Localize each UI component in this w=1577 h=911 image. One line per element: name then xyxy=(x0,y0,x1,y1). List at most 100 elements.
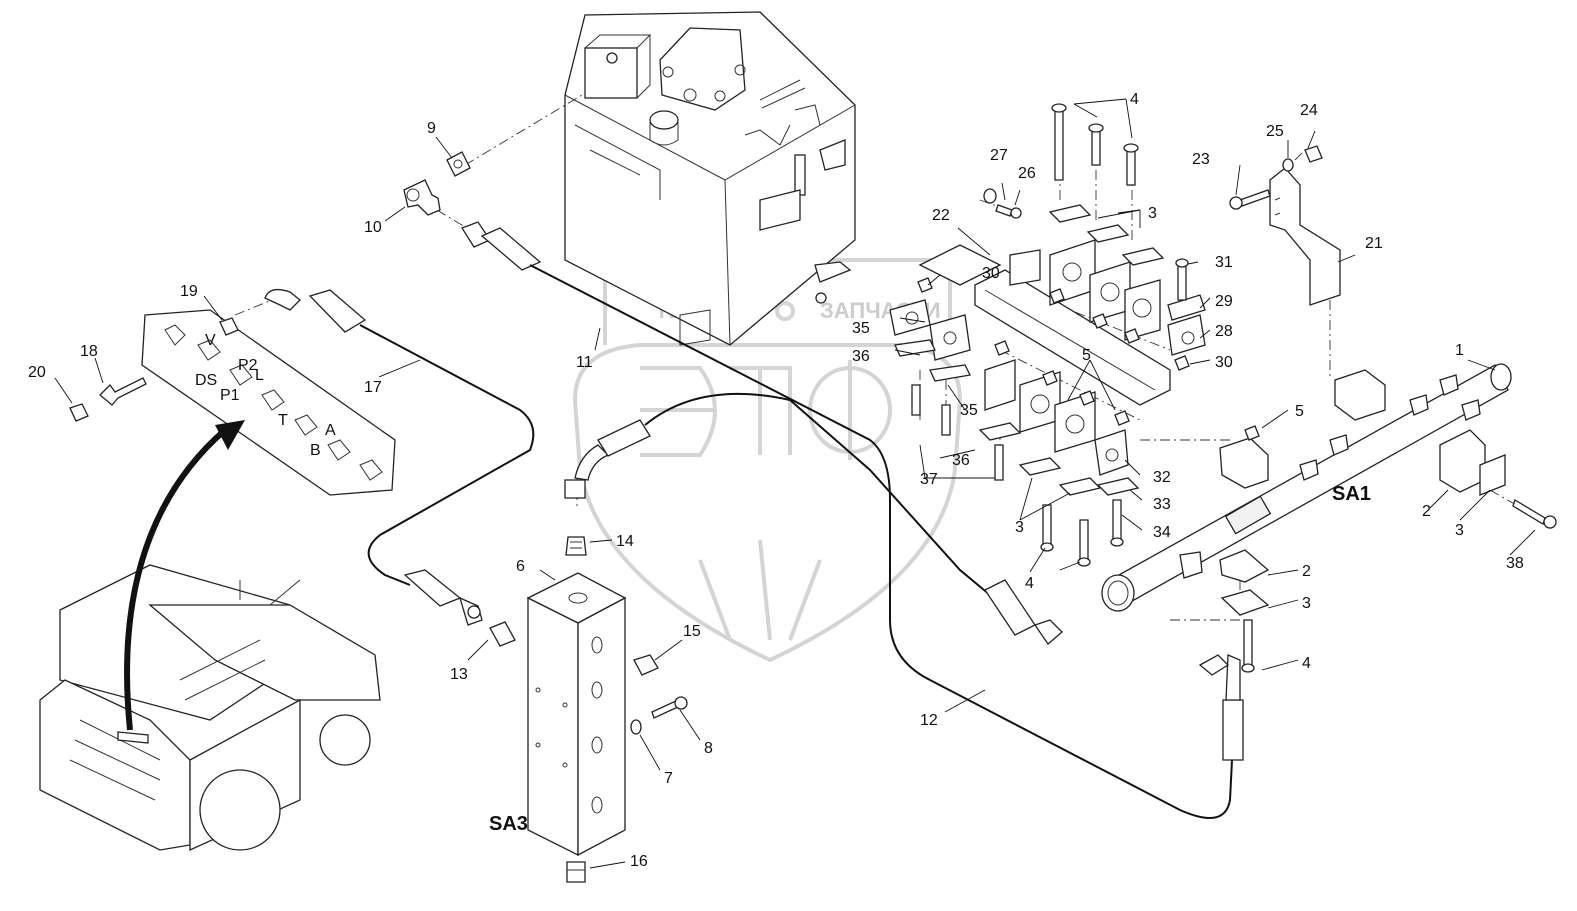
label-part-30a: 30 xyxy=(982,265,1000,282)
leader-lines xyxy=(54,98,1536,869)
hydraulic-tank xyxy=(564,11,856,346)
clamp-block-row-lower xyxy=(978,359,1129,481)
fitting-10 xyxy=(403,179,441,216)
screw-8 xyxy=(651,696,688,719)
screw-26-washer-27 xyxy=(983,188,1022,219)
bolts-4-upper xyxy=(1051,103,1139,186)
label-part-21: 21 xyxy=(1365,235,1383,252)
label-part-7: 7 xyxy=(664,770,673,787)
label-part-11: 11 xyxy=(576,354,593,371)
label-part-35a: 35 xyxy=(852,320,870,337)
fitting-14 xyxy=(565,536,587,556)
small-clamp-28-29 xyxy=(1167,258,1206,356)
label-part-26: 26 xyxy=(1018,165,1036,182)
label-part-3a: 3 xyxy=(1148,205,1157,222)
manifold-sa1 xyxy=(1101,363,1512,612)
label-part-14: 14 xyxy=(616,533,634,550)
plate-mark-a: A xyxy=(325,422,336,439)
fitting-13 xyxy=(489,621,516,647)
plug-16 xyxy=(566,861,586,883)
plate-mark-b: B xyxy=(310,442,321,459)
label-part-3d: 3 xyxy=(1015,519,1024,536)
label-part-8: 8 xyxy=(704,740,713,757)
clamp-block-row-upper xyxy=(1049,239,1161,341)
plate-mark-t: T xyxy=(278,412,288,429)
plate-mark-p2: P2 xyxy=(238,357,258,374)
connector-plate: V P2 DS P1 L T A B xyxy=(141,309,396,496)
bolts-4-lower xyxy=(1040,499,1124,567)
bolt-18 xyxy=(99,377,147,406)
plate-mark-v: V xyxy=(205,332,216,349)
washer-7 xyxy=(630,719,642,735)
assembly-label-sa3: SA3 xyxy=(489,813,528,835)
bolt-38 xyxy=(1512,499,1557,529)
label-part-36b: 36 xyxy=(952,452,970,469)
label-part-37: 37 xyxy=(920,471,938,488)
plug-15 xyxy=(633,654,659,676)
nut-24 xyxy=(1304,145,1323,163)
label-part-5b: 5 xyxy=(1295,403,1304,420)
hose-sa3-sa1 xyxy=(564,392,1063,645)
valve-block-sa3 xyxy=(526,572,627,857)
clamp-upper-sa1 xyxy=(1219,369,1386,489)
label-part-17: 17 xyxy=(364,379,382,396)
label-part-18: 18 xyxy=(80,343,98,360)
label-part-33: 33 xyxy=(1153,496,1171,513)
part-labels: 1 2 2 3 3 3 3 4 4 4 5 5 6 7 8 9 10 11 12… xyxy=(28,91,1524,870)
nut-19 xyxy=(219,317,239,336)
screw-23 xyxy=(1229,189,1271,210)
label-part-30b: 30 xyxy=(1215,354,1233,371)
fitting-9 xyxy=(446,151,471,177)
label-part-19: 19 xyxy=(180,283,198,300)
label-part-12: 12 xyxy=(920,712,938,729)
label-part-36a: 36 xyxy=(852,348,870,365)
label-part-15: 15 xyxy=(683,623,701,640)
label-part-4c: 4 xyxy=(1025,575,1034,592)
assembly-label-sa1: SA1 xyxy=(1332,483,1371,505)
bracket-21 xyxy=(1269,167,1341,306)
label-part-22: 22 xyxy=(932,207,950,224)
label-part-24: 24 xyxy=(1300,102,1318,119)
label-part-25: 25 xyxy=(1266,123,1284,140)
label-part-34: 34 xyxy=(1153,524,1171,541)
label-part-2a: 2 xyxy=(1422,503,1431,520)
label-part-4a: 4 xyxy=(1130,91,1139,108)
label-part-4b: 4 xyxy=(1302,655,1311,672)
plate-mark-ds: DS xyxy=(195,372,217,389)
label-part-32: 32 xyxy=(1153,469,1171,486)
cover-plates-3-upper xyxy=(1048,204,1165,266)
center-lines xyxy=(234,94,1526,621)
hose-17 xyxy=(264,288,535,626)
label-part-35b: 35 xyxy=(960,402,978,419)
nuts-5-30 xyxy=(917,277,1260,441)
bolt-4-lower xyxy=(1241,619,1255,673)
cover-plates-3-lower xyxy=(1018,457,1140,496)
label-part-5a: 5 xyxy=(1082,347,1091,364)
label-part-10: 10 xyxy=(364,219,382,236)
label-part-31: 31 xyxy=(1215,254,1233,271)
clamp-block-35-36-37 xyxy=(889,299,971,436)
clamp-half-2-bottom xyxy=(1219,549,1270,616)
label-part-20: 20 xyxy=(28,364,46,381)
hose-12 xyxy=(461,221,1244,819)
washer-25 xyxy=(1282,158,1294,172)
label-part-29: 29 xyxy=(1215,293,1233,310)
clamp-half-2-right xyxy=(1439,429,1506,496)
label-part-16: 16 xyxy=(630,853,648,870)
mounting-rail xyxy=(918,244,1171,406)
label-part-2b: 2 xyxy=(1302,563,1311,580)
nut-20 xyxy=(69,403,89,422)
label-part-13: 13 xyxy=(450,666,468,683)
plate-mark-p1: P1 xyxy=(220,387,240,404)
paver-machine-sketch xyxy=(39,564,381,852)
label-part-6: 6 xyxy=(516,558,525,575)
plate-mark-l: L xyxy=(255,367,264,384)
label-part-38: 38 xyxy=(1506,555,1524,572)
location-arrow xyxy=(124,420,245,731)
label-part-27: 27 xyxy=(990,147,1008,164)
label-part-28: 28 xyxy=(1215,323,1233,340)
label-part-3b: 3 xyxy=(1455,522,1464,539)
label-part-9: 9 xyxy=(427,120,436,137)
label-part-23: 23 xyxy=(1192,151,1210,168)
